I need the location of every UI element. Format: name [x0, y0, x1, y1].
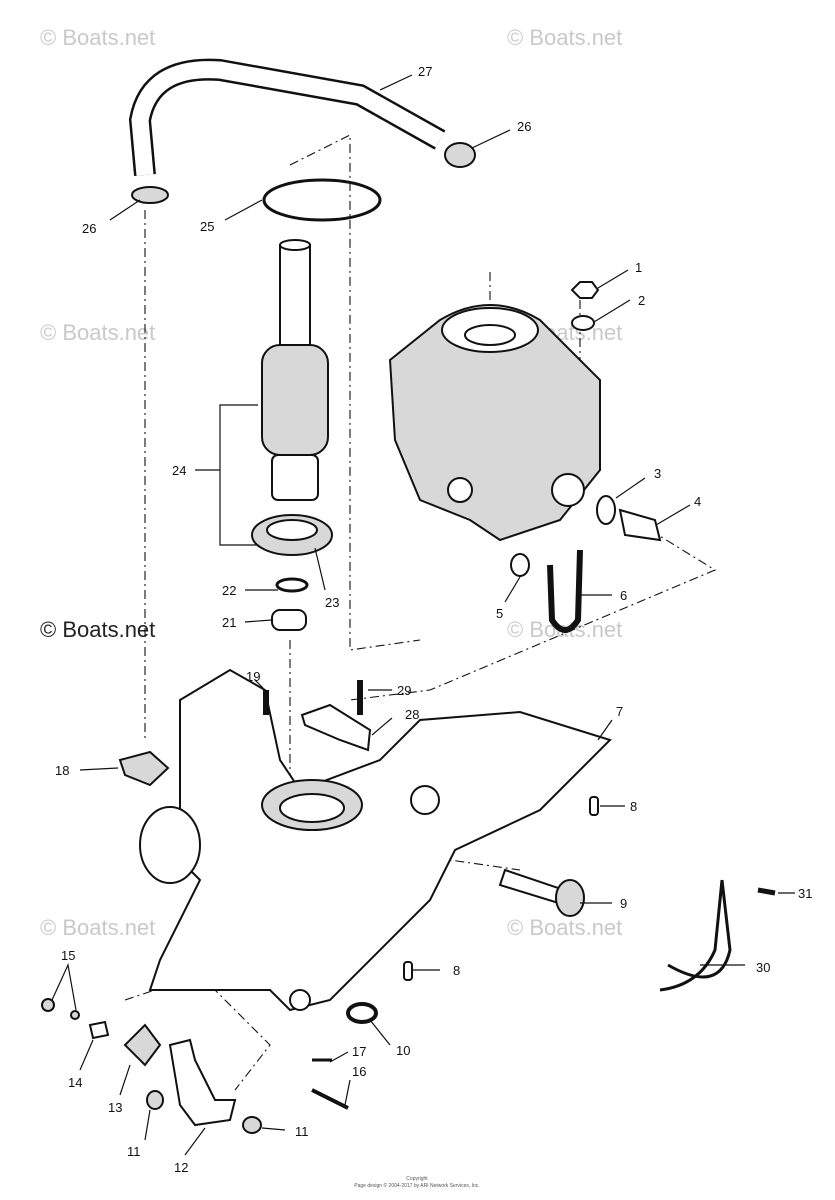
elbow-18-part: [118, 750, 170, 787]
callout-30: 30: [756, 960, 770, 975]
callout-22: 22: [222, 583, 236, 598]
callout-9: 9: [620, 896, 627, 911]
callout-13: 13: [108, 1100, 122, 1115]
bushing-part: [271, 609, 307, 631]
callout-11-left: 11: [127, 1144, 141, 1159]
screw-31-part: [757, 887, 776, 896]
fitting-14-part: [88, 1020, 110, 1040]
callout-18: 18: [55, 763, 69, 778]
callout-4: 4: [694, 494, 701, 509]
callout-10: 10: [396, 1043, 410, 1058]
gimbal-housing-part: [388, 304, 601, 542]
watermark-mid-left: © Boats.net: [40, 320, 155, 345]
callout-11-right: 11: [295, 1124, 309, 1139]
ring-10-part: [346, 1002, 378, 1024]
bracket-13-part: [123, 1023, 162, 1067]
bushing-4-part: [618, 508, 662, 542]
nut-11-right: [242, 1116, 262, 1134]
callout-1: 1: [635, 260, 642, 275]
watermark-low-left: © Boats.net: [40, 915, 155, 940]
washer-5-part: [510, 553, 530, 577]
callout-2: 2: [638, 293, 645, 308]
callout-5: 5: [496, 606, 503, 621]
callout-25: 25: [200, 219, 214, 234]
callout-8-lower: 8: [453, 963, 460, 978]
ground-wire-30-part: [659, 879, 732, 992]
callout-23: 23: [325, 595, 339, 610]
callout-31: 31: [798, 886, 812, 901]
pin-8-lower: [403, 961, 413, 981]
u-bolt-part: [547, 549, 583, 633]
callout-21: 21: [222, 615, 236, 630]
callout-12: 12: [174, 1160, 188, 1175]
leader-lines: [51, 74, 795, 1156]
callout-15: 15: [61, 948, 75, 963]
callout-14: 14: [68, 1075, 82, 1090]
callout-16: 16: [352, 1064, 366, 1079]
callout-27: 27: [418, 64, 432, 79]
callout-26-right: 26: [517, 119, 531, 134]
screw-15-part: [41, 998, 55, 1012]
hose-clamp-lower: [131, 186, 169, 204]
lever-12-part: [168, 1038, 237, 1127]
o-ring-part: [275, 577, 309, 593]
snap-ring-part: [262, 178, 382, 222]
gimbal-ring-part: [139, 668, 612, 1012]
callout-8-upper: 8: [630, 799, 637, 814]
callout-28: 28: [405, 707, 419, 722]
hose-clamp-upper: [444, 142, 476, 168]
copyright-line-2: Page design © 2004-2017 by ARI Network S…: [354, 1182, 479, 1189]
washer-3-part: [596, 495, 616, 525]
callout-29: 29: [397, 683, 411, 698]
watermark-low-right: © Boats.net: [507, 915, 622, 940]
pin-8-upper: [589, 796, 599, 816]
clamp-28-part: [300, 703, 372, 752]
callout-26-left: 26: [82, 221, 96, 236]
callout-labels: 1 2 3 4 5 6 7 8 8 9 10 11 11 12 13 14 15…: [55, 64, 812, 1175]
watermark-center-left: © Boats.net: [40, 617, 155, 642]
callout-3: 3: [654, 466, 661, 481]
callout-24: 24: [172, 463, 186, 478]
universal-joint-shaft: [261, 239, 329, 501]
callout-7: 7: [616, 704, 623, 719]
copyright-line-1: Copyright: [406, 1176, 428, 1182]
pin-16-part: [311, 1088, 349, 1110]
watermark-top-right: © Boats.net: [507, 25, 622, 50]
nut-11-left: [146, 1090, 164, 1110]
watermark-top-left: © Boats.net: [40, 25, 155, 50]
callout-6: 6: [620, 588, 627, 603]
nut-part: [570, 281, 600, 299]
callout-17: 17: [352, 1044, 366, 1059]
callout-19: 19: [246, 669, 260, 684]
washer-part: [571, 315, 595, 331]
